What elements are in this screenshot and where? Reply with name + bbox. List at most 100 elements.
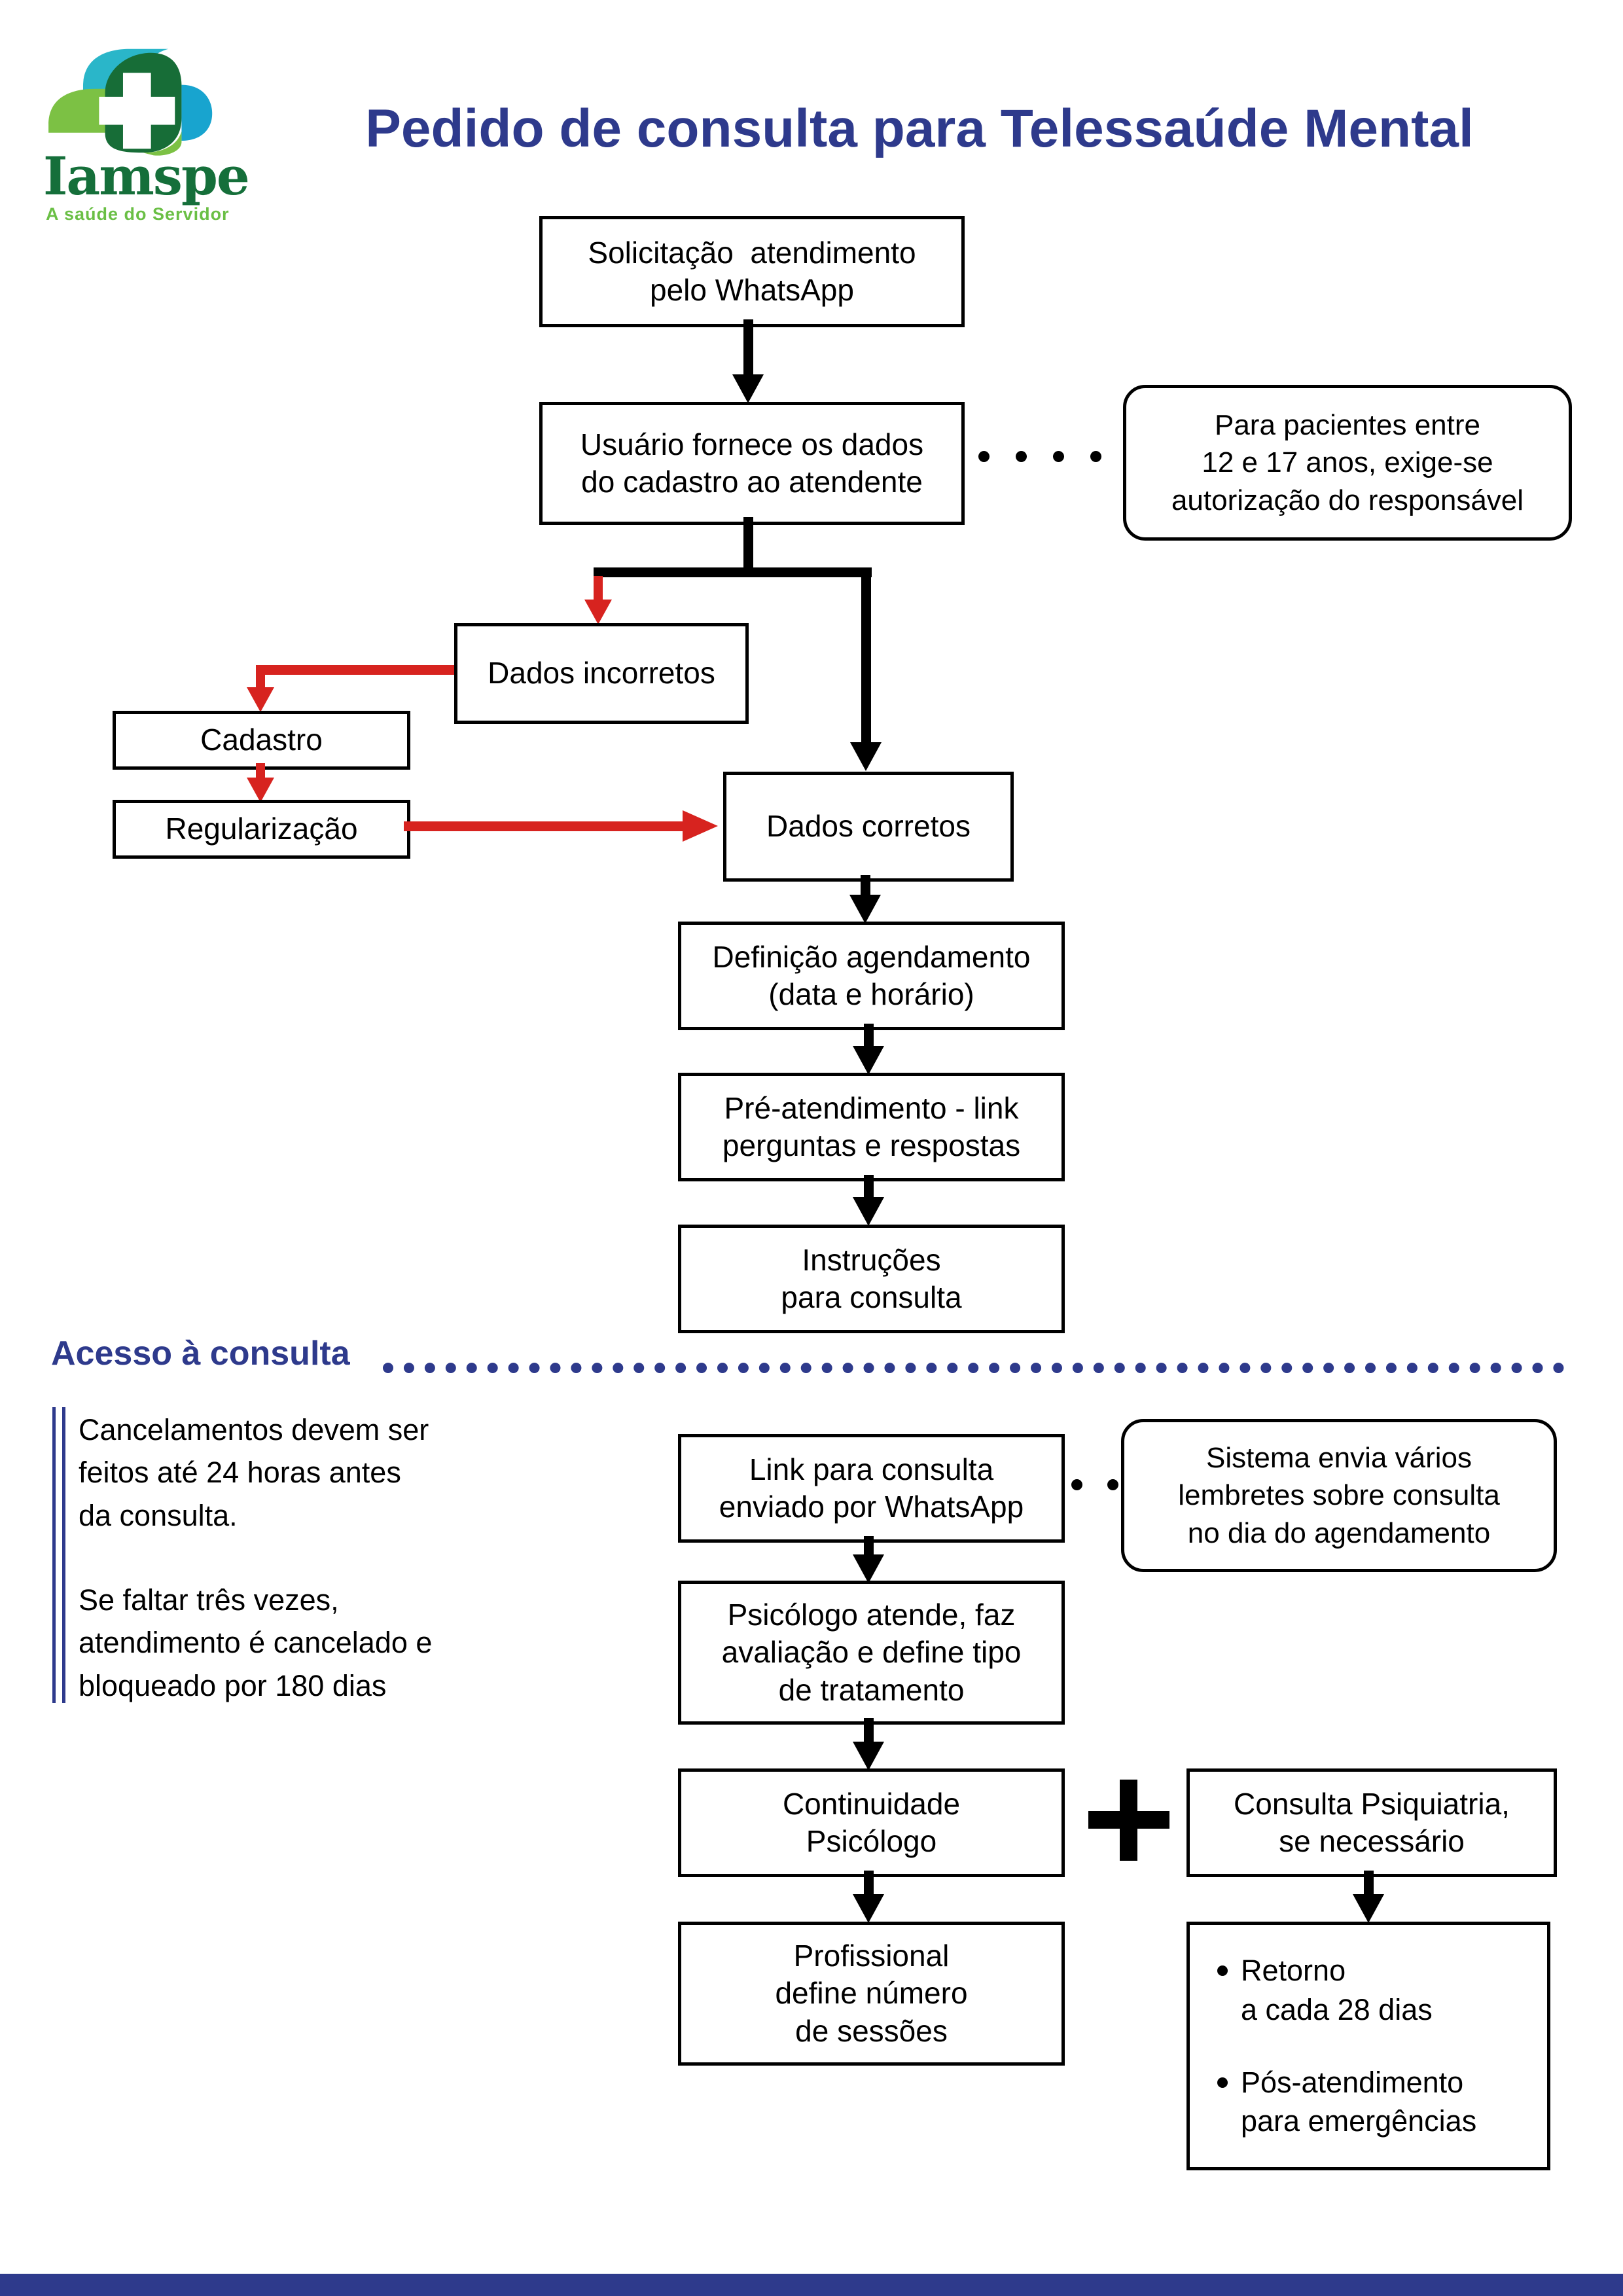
branch-stub-connector <box>743 517 753 573</box>
branch-horizontal-connector <box>594 567 872 577</box>
dot <box>1090 451 1101 462</box>
side-note-rule <box>52 1407 65 1703</box>
box-dados-incorretos: Dados incorretos <box>454 623 749 724</box>
red-arrow-shaft <box>594 576 603 602</box>
arrow-down-connector <box>864 1024 874 1049</box>
note-text-line: Sistema envia vários <box>1206 1442 1472 1475</box>
box-psicologo-atende: Psicólogo atende, faz avaliação e define… <box>678 1581 1065 1725</box>
box-text-line: Continuidade <box>782 1786 961 1821</box>
side-note-line: Se faltar três vezes, <box>79 1583 339 1617</box>
box-profissional-sessoes: Profissional define número de sessões <box>678 1922 1065 2066</box>
box-text-line: Dados corretos <box>766 809 971 844</box>
box-retorno-pos-atendimento: Retorno a cada 28 dias Pós-atendimento p… <box>1186 1922 1550 2170</box>
note-text-line: no dia do agendamento <box>1187 1516 1491 1549</box>
box-text-line: Pré-atendimento - link <box>724 1090 1019 1125</box>
arrow-down-head <box>853 1197 884 1226</box>
side-note-line: Cancelamentos devem ser <box>79 1413 429 1446</box>
note-text-line: autorização do responsável <box>1171 484 1524 516</box>
box-text-line: Profissional <box>793 1939 950 1973</box>
arrow-down-head <box>849 895 881 924</box>
bullet-item: Retorno a cada 28 dias <box>1217 1951 1527 2029</box>
bullet-line: Retorno <box>1241 1954 1346 1988</box>
arrow-down-connector <box>1364 1871 1374 1898</box>
box-text-line: Dados incorretos <box>488 656 715 691</box>
side-note-line: da consulta. <box>79 1498 238 1532</box>
arrow-down-head <box>853 1742 884 1770</box>
bullet-icon <box>1217 2077 1228 2088</box>
box-text-line: Usuário fornece os dados <box>580 427 924 461</box>
red-arrow-right-head <box>683 810 718 842</box>
note-text-line: Para pacientes entre <box>1214 409 1481 442</box>
box-text-line: (data e horário) <box>768 977 974 1011</box>
dot <box>1053 451 1064 462</box>
box-text-line: Consulta Psiquiatria, <box>1234 1786 1510 1821</box>
dotted-link-connector <box>978 451 1101 462</box>
dot <box>1107 1479 1118 1490</box>
box-solicitacao-whatsapp: Solicitação atendimento pelo WhatsApp <box>539 216 965 327</box>
note-text-line: lembretes sobre consulta <box>1178 1479 1500 1512</box>
side-note-cancelamentos: Cancelamentos devem ser feitos até 24 ho… <box>79 1408 576 1537</box>
box-consulta-psiquiatria: Consulta Psiquiatria, se necessário <box>1186 1768 1557 1877</box>
box-text-line: se necessário <box>1279 1824 1465 1858</box>
red-elbow-vertical <box>256 665 265 689</box>
box-instrucoes-consulta: Instruções para consulta <box>678 1225 1065 1333</box>
box-continuidade-psicologo: Continuidade Psicólogo <box>678 1768 1065 1877</box>
callout-autorizacao-responsavel: Para pacientes entre 12 e 17 anos, exige… <box>1123 385 1572 541</box>
box-text-line: Link para consulta <box>749 1452 994 1486</box>
callout-lembretes-sistema: Sistema envia vários lembretes sobre con… <box>1121 1419 1557 1572</box>
box-text-line: avaliação e define tipo <box>721 1635 1022 1670</box>
box-regularizacao: Regularização <box>113 800 410 859</box>
red-arrow-shaft <box>404 821 684 831</box>
arrow-down-connector <box>861 875 870 899</box>
box-text-line: do cadastro ao atendente <box>581 465 923 499</box>
note-text-line: 12 e 17 anos, exige-se <box>1202 446 1493 479</box>
box-text-line: Solicitação atendimento <box>588 235 916 270</box>
plus-icon <box>1120 1780 1137 1861</box>
red-arrow-head <box>247 687 274 712</box>
bullet-line: a cada 28 dias <box>1241 1992 1433 2026</box>
arrow-down-head <box>850 742 882 771</box>
red-arrow-head <box>584 600 612 624</box>
arrow-down-head <box>853 1554 884 1583</box>
side-note-line: bloqueado por 180 dias <box>79 1668 387 1702</box>
logo-tagline: A saúde do Servidor <box>46 204 230 224</box>
arrow-down-head <box>853 1046 884 1075</box>
side-note-faltas: Se faltar três vezes, atendimento é canc… <box>79 1579 576 1707</box>
dot <box>978 451 990 462</box>
box-text-line: de sessões <box>795 2013 948 2048</box>
dot <box>1071 1479 1082 1490</box>
red-arrow-head <box>247 778 274 802</box>
box-text-line: para consulta <box>781 1280 962 1314</box>
footer-accent-bar <box>0 2274 1623 2296</box>
arrow-down-connector <box>861 567 871 744</box>
box-text-line: Regularização <box>165 812 358 846</box>
box-pre-atendimento: Pré-atendimento - link perguntas e respo… <box>678 1073 1065 1181</box>
box-text-line: Cadastro <box>200 723 323 757</box>
arrow-down-connector <box>864 1871 874 1898</box>
arrow-down-head <box>853 1894 884 1923</box>
box-dados-corretos: Dados corretos <box>723 772 1014 882</box>
dotted-link-connector <box>1071 1479 1118 1490</box>
arrow-down-connector <box>743 319 753 378</box>
red-arrow-shaft <box>256 763 265 780</box>
bullet-line: Pós-atendimento <box>1241 2066 1464 2099</box>
box-cadastro: Cadastro <box>113 711 410 770</box>
box-link-consulta: Link para consulta enviado por WhatsApp <box>678 1434 1065 1543</box>
red-elbow-horizontal <box>256 665 454 675</box>
bullet-item: Pós-atendimento para emergências <box>1217 2063 1527 2141</box>
page-title: Pedido de consulta para Telessaúde Menta… <box>365 99 1474 158</box>
section-heading-acesso: Acesso à consulta <box>51 1335 350 1372</box>
box-text-line: Definição agendamento <box>712 939 1031 974</box>
side-note-line: atendimento é cancelado e <box>79 1626 433 1660</box>
box-text-line: perguntas e respostas <box>722 1128 1021 1162</box>
box-text-line: define número <box>775 1976 968 2011</box>
bullet-text: Retorno a cada 28 dias <box>1241 1951 1433 2029</box>
arrow-down-head <box>732 374 764 403</box>
box-text-line: Psicólogo <box>806 1824 937 1858</box>
bullet-icon <box>1217 1965 1228 1977</box>
arrow-down-connector <box>864 1536 874 1558</box>
box-text-line: pelo WhatsApp <box>650 273 854 307</box>
dotted-divider <box>383 1329 1564 1373</box>
side-note-line: feitos até 24 horas antes <box>79 1456 401 1490</box>
